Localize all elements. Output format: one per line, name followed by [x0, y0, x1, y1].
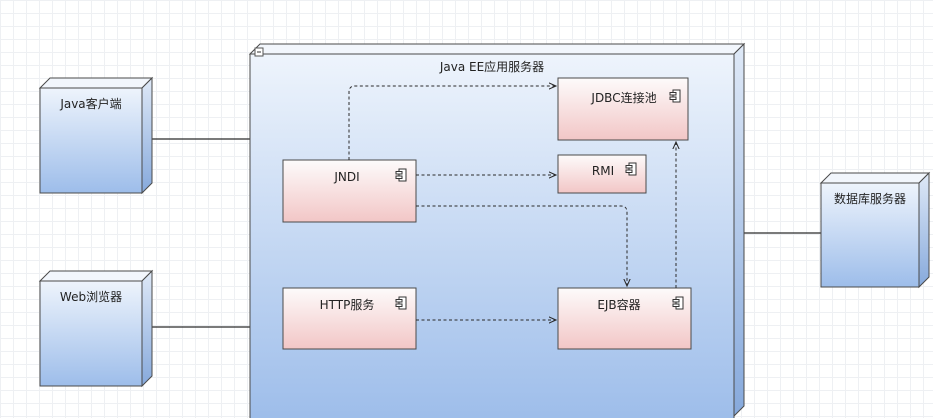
- dependency-jndi-to-ejb-container: [416, 205, 627, 286]
- node-database-server-label: 数据库服务器: [834, 191, 906, 206]
- collapse-toggle-icon[interactable]: [254, 47, 264, 57]
- node-web-browser[interactable]: Web浏览器: [38, 269, 154, 388]
- node-web-browser-label: Web浏览器: [60, 289, 122, 304]
- component-ejb-container-label: EJB容器: [597, 297, 640, 312]
- component-ejb-container[interactable]: EJB容器: [557, 287, 692, 350]
- component-rmi-label: RMI: [592, 164, 614, 178]
- node-database-server[interactable]: 数据库服务器: [819, 171, 931, 289]
- component-http-service[interactable]: HTTP服务: [282, 287, 417, 350]
- component-http-service-label: HTTP服务: [320, 297, 375, 312]
- node-app-server-label: Java EE应用服务器: [439, 59, 544, 74]
- node-java-client-label: Java客户端: [59, 96, 121, 111]
- dependency-jndi-to-jdbc-pool: [348, 86, 556, 160]
- component-jndi-label: JNDI: [333, 170, 359, 184]
- component-rmi[interactable]: RMI: [557, 154, 647, 194]
- component-jndi[interactable]: JNDI: [282, 159, 417, 223]
- component-jdbc-pool-label: JDBC连接池: [590, 90, 656, 105]
- component-jdbc-pool[interactable]: JDBC连接池: [557, 77, 689, 141]
- node-java-client[interactable]: Java客户端: [38, 76, 154, 195]
